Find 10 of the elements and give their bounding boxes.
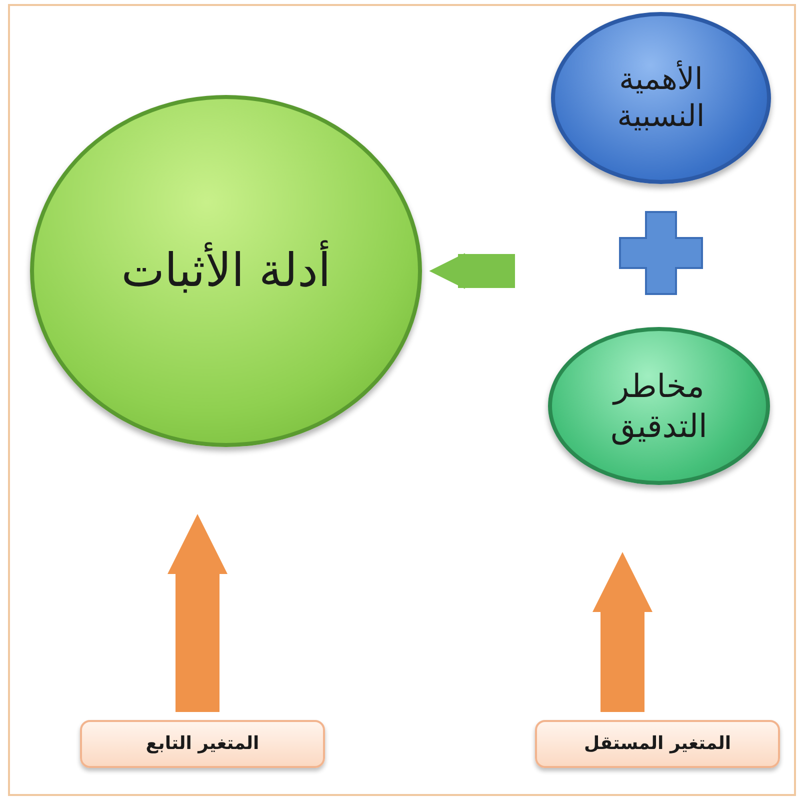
node-label: المتغير التابع [144, 732, 260, 756]
node-label: أدلة الأثبات [97, 242, 355, 300]
node-label: المتغير المستقل [583, 732, 732, 756]
node-label: الأهمية النسبية [616, 60, 706, 136]
variable-tag [80, 720, 325, 768]
node-label: مخاطر التدقيق [610, 366, 708, 446]
block-arrow [429, 253, 515, 289]
variable-tag [535, 720, 780, 768]
block-arrow [592, 552, 652, 712]
block-arrow [168, 514, 228, 712]
